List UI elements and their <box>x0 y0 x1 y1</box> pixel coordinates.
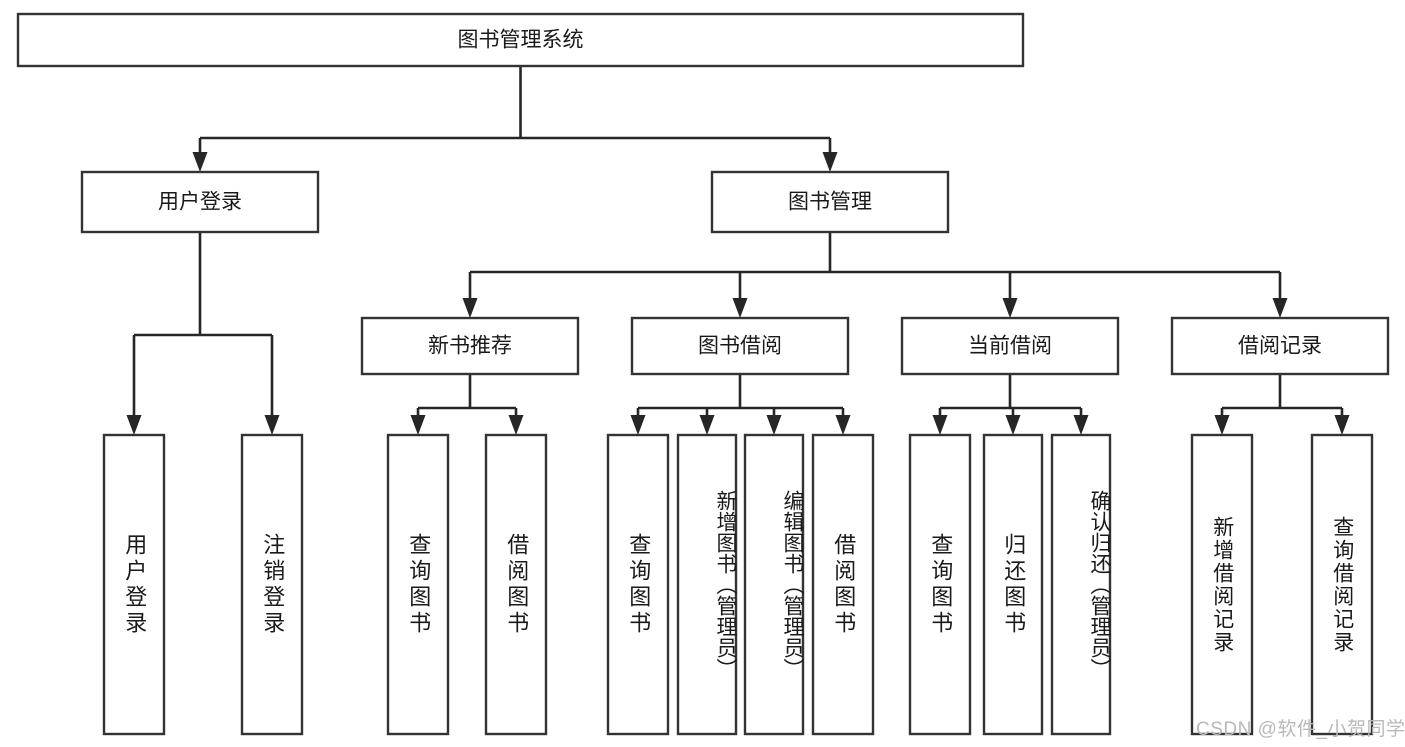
node-label-user-login: 用户登录 <box>158 191 242 214</box>
node-box-leaf-user-logout <box>240 433 304 736</box>
node-box-leaf-add-borrow-record <box>1190 433 1254 736</box>
node-box-current-borrow <box>900 316 1120 376</box>
boxes-layer <box>16 12 1390 736</box>
arrow-head-icon-bm-0 <box>462 298 478 318</box>
arrow-head-icon-root-1 <box>822 152 838 172</box>
arrow-head-icon-leaf-add-book-admin <box>699 415 715 435</box>
arrow-head-icon-leaf-query-borrow-record <box>1334 415 1350 435</box>
node-box-leaf-add-book-admin <box>676 433 738 736</box>
csdn-watermark: CSDN @软件_小贺同学 <box>1196 719 1405 740</box>
arrow-head-icon-leaf-query-book-2 <box>630 415 646 435</box>
node-box-leaf-edit-book-admin <box>743 433 805 736</box>
node-box-book-borrow <box>630 316 850 376</box>
node-box-leaf-query-book-2 <box>606 433 670 736</box>
node-box-book-management <box>710 170 950 234</box>
node-label-root: 图书管理系统 <box>458 29 584 52</box>
arrow-head-icon-bm-3 <box>1272 298 1288 318</box>
node-box-root <box>16 12 1025 68</box>
arrow-head-icon-bm-1 <box>732 298 748 318</box>
connectors-layer <box>126 66 1350 435</box>
arrow-head-icon-leaf-edit-book-admin <box>766 415 782 435</box>
arrow-head-icon-leaf-borrow-book-1 <box>508 415 524 435</box>
arrow-head-icon-bm-2 <box>1002 298 1018 318</box>
node-box-user-login <box>80 170 320 234</box>
node-box-leaf-query-book-1 <box>386 433 450 736</box>
node-box-leaf-borrow-book-2 <box>811 433 875 736</box>
node-box-leaf-return-book <box>982 433 1044 736</box>
node-box-leaf-query-book-3 <box>908 433 972 736</box>
node-label-book-borrow: 图书借阅 <box>698 335 782 358</box>
arrow-head-icon-root-0 <box>192 152 208 172</box>
node-box-leaf-confirm-return-admin <box>1050 433 1112 736</box>
arrow-head-icon-leaf-add-borrow-record <box>1214 415 1230 435</box>
node-box-leaf-user-login <box>102 433 166 736</box>
arrow-head-icon-leaf-query-book-3 <box>932 415 948 435</box>
node-box-leaf-query-borrow-record <box>1310 433 1374 736</box>
node-label-borrow-record: 借阅记录 <box>1238 335 1322 358</box>
arrow-head-icon-leaf-return-book <box>1005 415 1021 435</box>
arrow-head-icon-leaf-user-logout <box>264 415 280 435</box>
arrow-head-icon-leaf-query-book-1 <box>410 415 426 435</box>
node-label-new-book-recommend: 新书推荐 <box>428 335 512 358</box>
node-box-new-book-recommend <box>360 316 580 376</box>
node-box-leaf-borrow-book-1 <box>484 433 548 736</box>
node-label-book-management: 图书管理 <box>788 191 872 214</box>
node-label-current-borrow: 当前借阅 <box>968 335 1052 358</box>
arrow-head-icon-leaf-confirm-return-admin <box>1073 415 1089 435</box>
arrow-head-icon-leaf-user-login <box>126 415 142 435</box>
node-box-borrow-record <box>1170 316 1390 376</box>
arrow-head-icon-leaf-borrow-book-2 <box>835 415 851 435</box>
